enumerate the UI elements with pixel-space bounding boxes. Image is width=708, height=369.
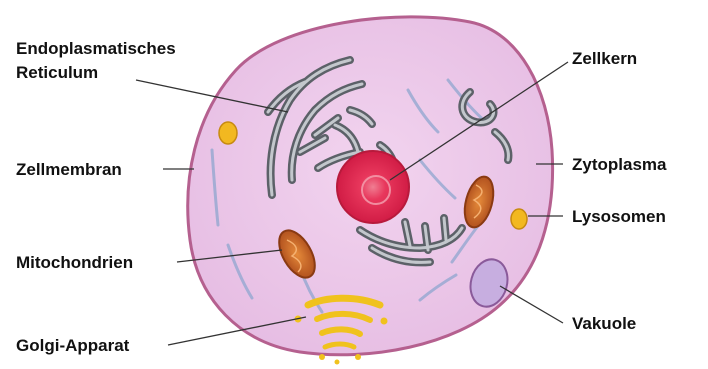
label-lysosomen: Lysosomen	[572, 207, 666, 226]
label-zellmembran: Zellmembran	[16, 160, 122, 179]
label-mitochondrien: Mitochondrien	[16, 253, 133, 272]
label-zytoplasma: Zytoplasma	[572, 155, 667, 174]
lysosome-right	[511, 209, 527, 229]
label-er-line2: Reticulum	[16, 63, 98, 82]
label-vakuole: Vakuole	[572, 314, 636, 333]
lysosome-left	[219, 122, 237, 144]
label-zellkern: Zellkern	[572, 49, 637, 68]
nucleus	[337, 151, 409, 223]
label-er-line1: Endoplasmatisches	[16, 39, 176, 58]
label-golgi: Golgi-Apparat	[16, 336, 130, 355]
